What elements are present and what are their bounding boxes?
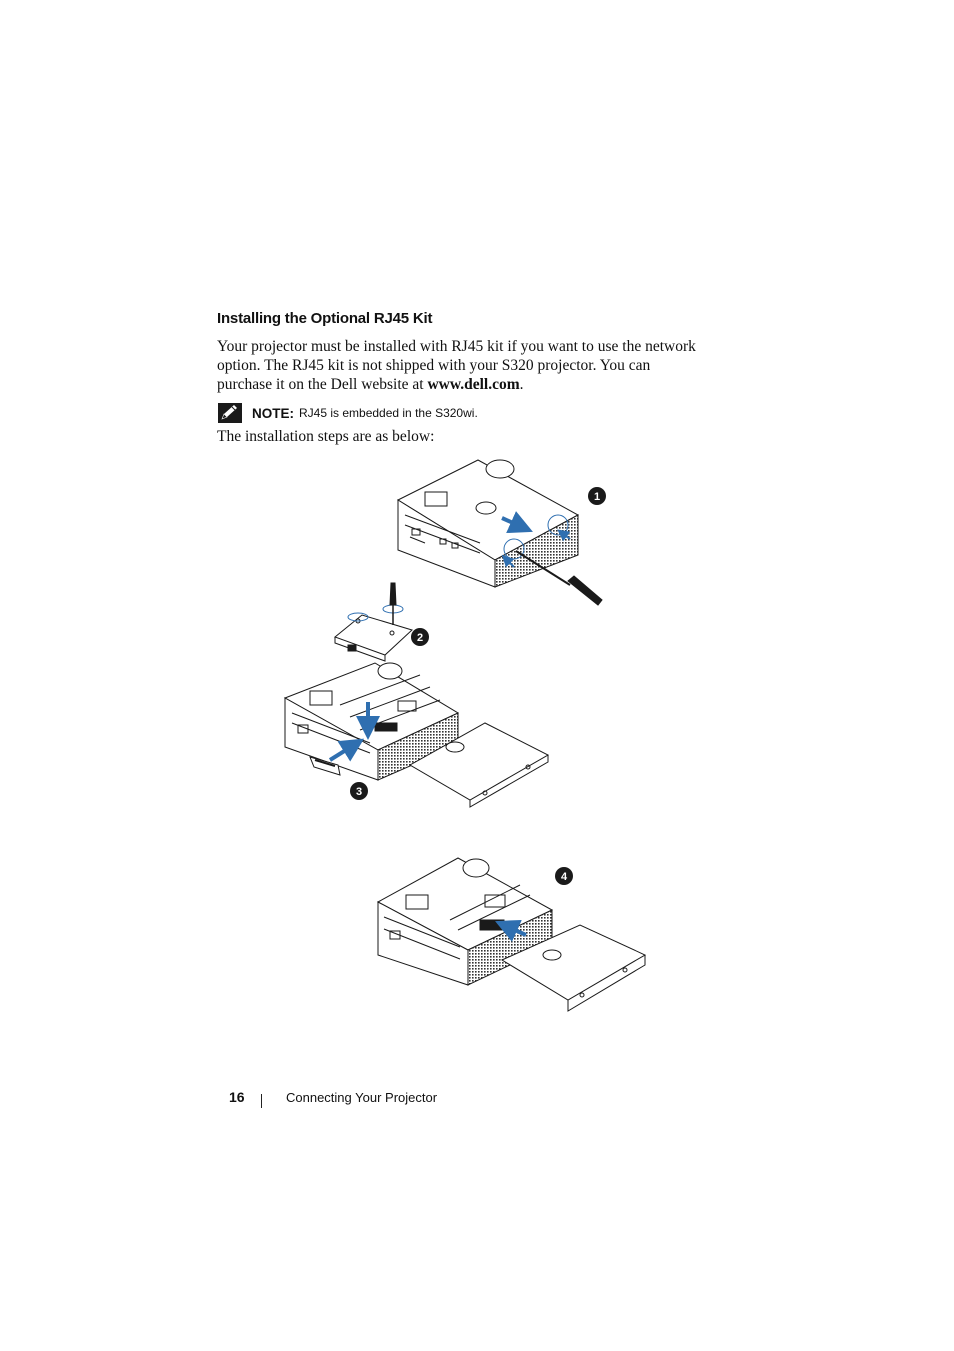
footer-divider (261, 1094, 262, 1108)
svg-text:2: 2 (417, 632, 423, 644)
note-pencil-icon (218, 403, 242, 423)
step-1-illustration (396, 459, 603, 606)
step-badge-3: 3 (350, 782, 368, 800)
step-3-illustration (283, 662, 550, 808)
insert-arrow-step-3b (328, 738, 365, 762)
section-heading: Installing the Optional RJ45 Kit (217, 310, 433, 327)
step-badge-2: 2 (411, 628, 429, 646)
note-box: NOTE: RJ45 is embedded in the S320wi. (217, 402, 478, 424)
step-2-illustration (333, 582, 413, 662)
dell-website-link[interactable]: www.dell.com (427, 376, 520, 393)
intro-text-part1: Your projector must be installed with RJ… (217, 338, 696, 393)
rj45-installation-illustration: 1 2 (283, 459, 647, 1012)
intro-text-part2: . (519, 376, 524, 393)
unscrew-arrow-step-1a (501, 554, 515, 568)
step-4-illustration (376, 857, 647, 1012)
svg-text:3: 3 (356, 786, 362, 798)
step-badge-1: 1 (588, 487, 606, 505)
note-text: RJ45 is embedded in the S320wi. (299, 406, 478, 420)
svg-text:1: 1 (594, 491, 600, 503)
chapter-title: Connecting Your Projector (286, 1090, 438, 1105)
steps-intro: The installation steps are as below: (217, 428, 435, 445)
unscrew-arrow-step-1b (557, 529, 571, 542)
step-badge-4: 4 (555, 867, 573, 885)
note-label: NOTE: (252, 405, 294, 421)
svg-text:4: 4 (561, 871, 568, 883)
page-number: 16 (229, 1089, 245, 1105)
insert-arrow-step-4 (495, 919, 527, 942)
intro-paragraph: Your projector must be installed with RJ… (217, 337, 709, 394)
slide-arrow-step-1 (501, 511, 533, 534)
